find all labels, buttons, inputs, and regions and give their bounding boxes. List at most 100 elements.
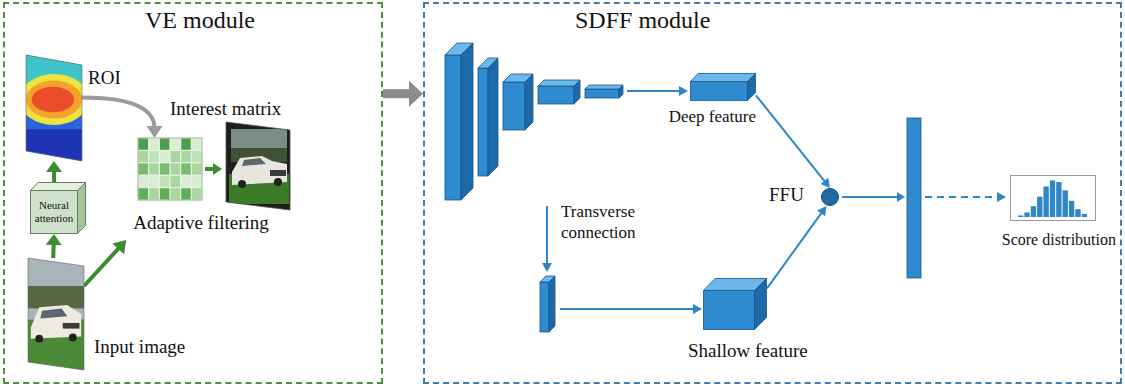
- deep-path-arrow-part: [679, 86, 688, 96]
- connector-line: [767, 212, 822, 289]
- attention-map-shape-part-part: [19, 74, 88, 125]
- output-arrow-part: [997, 192, 1006, 202]
- feature-block-shape-part: [704, 291, 755, 330]
- cnn-backbone-part: [538, 86, 574, 104]
- interest-matrix-shape-part: [139, 139, 148, 150]
- cnn-backbone-part: [488, 58, 498, 176]
- connector-line: [383, 89, 412, 98]
- feature-block-shape-part: [691, 82, 748, 101]
- interest-matrix-shape-part: [138, 138, 202, 200]
- module-panel: SDFF moduleDeep featureFFUShallow featur…: [423, 2, 1122, 384]
- cnn-backbone-part: [503, 82, 525, 130]
- score-histogram-shape: [1010, 175, 1096, 221]
- attention-box-shape-part: [31, 183, 86, 191]
- fusion-unit: FFU: [821, 188, 839, 206]
- connector-line: [756, 95, 826, 182]
- fusion-unit-shape-part: [822, 189, 839, 206]
- shallow-path-arrow-part: [693, 304, 702, 314]
- score-histogram: Score distribution: [1010, 175, 1096, 221]
- deep-path-arrow: [627, 86, 688, 96]
- node-label: Score distribution: [1002, 231, 1116, 249]
- arrow-head: [817, 206, 826, 216]
- score-histogram-shape-part: [1043, 186, 1048, 217]
- cnn-backbone-part: [585, 85, 623, 89]
- filtered-image-part: [238, 180, 246, 188]
- fusion-arrow-part: [842, 196, 898, 198]
- interest-matrix-shape-part: [160, 176, 169, 187]
- interest-matrix-shape-part: [160, 188, 169, 199]
- input-image-shape-part-part: [69, 334, 77, 342]
- interest-matrix-shape-part: [171, 176, 180, 187]
- attention-box-shape-part: [78, 183, 86, 234]
- interest-matrix-shape-part: [192, 151, 201, 162]
- interest-matrix-shape-part: [160, 151, 169, 162]
- fusion-arrow: [842, 192, 905, 202]
- attention-map-shape-part-part: [32, 87, 75, 112]
- node-label: FFU: [769, 184, 804, 206]
- cnn-backbone-part: [525, 74, 533, 130]
- filtered-image: [226, 122, 290, 210]
- fc-layer: [907, 118, 921, 278]
- connector-line: [51, 243, 56, 258]
- module-title: VE module: [145, 7, 255, 35]
- arrow-head: [112, 240, 126, 254]
- filter-arrow-part: [205, 167, 214, 171]
- arrow-head: [409, 81, 423, 107]
- attention-map-shape-part-part: [26, 55, 82, 161]
- connector-line: [84, 247, 120, 286]
- transverse-block-part: [540, 282, 549, 332]
- attention-box-shape-part: [31, 191, 78, 234]
- attention-map-shape-part: [26, 55, 82, 161]
- score-histogram-shape-part: [1031, 206, 1036, 217]
- input-image-shape-part-part: [63, 323, 80, 329]
- filtered-image-frame: [226, 122, 290, 210]
- interest-matrix-shape-part: [192, 176, 201, 187]
- interest-matrix-shape-part: [149, 139, 158, 150]
- cnn-backbone-part: [585, 89, 619, 98]
- transverse-block-part: [549, 276, 555, 332]
- attention-map-shape-part: [19, 55, 88, 161]
- text-holder: Neural attention: [30, 190, 78, 234]
- node-label: Deep feature: [669, 107, 756, 127]
- connector-arrow: [46, 234, 62, 258]
- cnn-backbone-part: [619, 85, 623, 98]
- score-histogram-shape-part: [1056, 182, 1061, 217]
- connector-arrow: [756, 95, 830, 188]
- attention-map: ROI: [26, 55, 82, 161]
- connector-arrow: [84, 240, 126, 286]
- feature-block-shape-part: [748, 74, 756, 101]
- score-histogram-shape-part: [1050, 180, 1055, 217]
- filter-arrow: [205, 163, 222, 175]
- input-image-shape-part: [28, 258, 84, 370]
- filter-arrow-part: [213, 163, 222, 175]
- transverse-arrow-part: [546, 206, 548, 264]
- transverse-block: [540, 276, 555, 332]
- interest-matrix-shape-part: [149, 163, 158, 174]
- node-label: Adaptive filtering: [118, 212, 284, 234]
- feature-block-shape-part: [755, 279, 767, 330]
- interest-matrix-shape-part: [171, 151, 180, 162]
- cnn-backbone-part: [461, 43, 473, 200]
- interest-matrix-shape-part: [149, 176, 158, 187]
- fusion-unit-shape: [821, 188, 839, 206]
- interest-matrix-shape-part: [149, 151, 158, 162]
- module-panel: VE moduleROI Neural attentionAdaptive fil…: [3, 2, 383, 384]
- filtered-image-part: [242, 158, 266, 166]
- attention-map-shape: [26, 55, 82, 161]
- filtered-image-part: [274, 178, 282, 186]
- interest-matrix-shape-part: [160, 139, 169, 150]
- arrow-head: [820, 178, 830, 188]
- interest-matrix-shape-part: [139, 151, 148, 162]
- connector-arrow: [46, 161, 62, 182]
- arrow-head: [46, 161, 62, 172]
- feature-block-shape: [690, 73, 756, 101]
- input-image-shape-part-part: [28, 286, 84, 308]
- cnn-backbone-part: [538, 80, 580, 86]
- feature-block-shape-part: [691, 74, 756, 82]
- input-image-shape-part-part: [35, 335, 43, 343]
- feature-block-shape: [703, 278, 767, 330]
- transverse-arrow: [542, 206, 552, 272]
- interest-matrix-shape-part: [149, 188, 158, 199]
- attention-map-shape-part-part: [26, 80, 82, 118]
